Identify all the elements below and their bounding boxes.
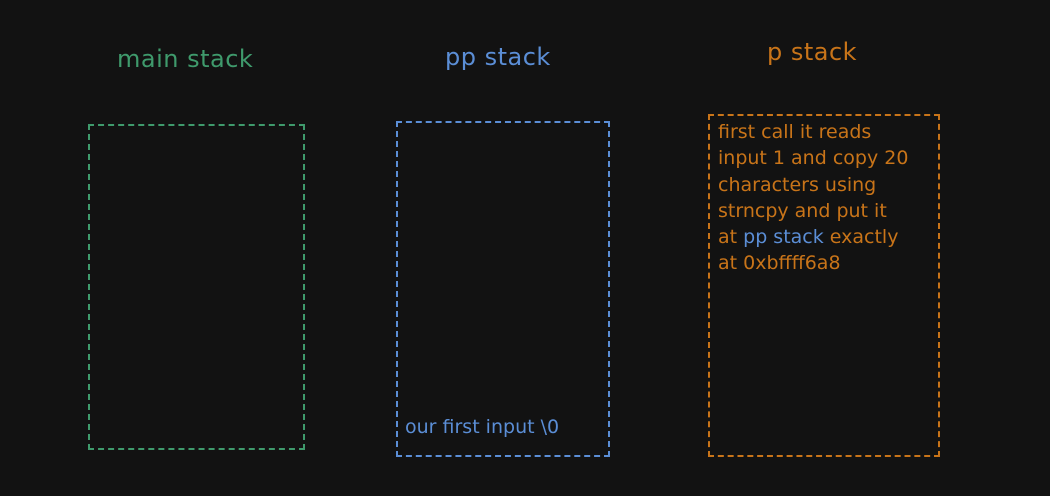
p-note-line-3: characters using bbox=[718, 173, 877, 196]
pp-stack-note: our first input \0 bbox=[405, 416, 560, 438]
p-note-line-5: at pp stack exactly bbox=[718, 224, 908, 250]
main-stack-box bbox=[88, 124, 305, 450]
p-stack-title: p stack bbox=[767, 38, 858, 66]
p-note-line-5-start: at bbox=[718, 226, 744, 249]
pp-stack-box bbox=[396, 121, 610, 457]
p-note-line-2: input 1 and copy 20 bbox=[718, 147, 909, 170]
pp-stack-title: pp stack bbox=[445, 43, 551, 71]
p-stack-note: first call it reads input 1 and copy 20 … bbox=[718, 119, 908, 277]
p-note-line-6: at 0xbffff6a8 bbox=[718, 252, 841, 275]
main-stack-title: main stack bbox=[117, 45, 254, 73]
p-note-line-4: strncpy and put it bbox=[718, 199, 887, 222]
p-stack-box bbox=[708, 114, 940, 457]
p-note-line-1: first call it reads bbox=[718, 121, 872, 143]
p-note-highlight: pp stack bbox=[743, 226, 824, 249]
p-note-line-5-end: exactly bbox=[823, 226, 899, 249]
